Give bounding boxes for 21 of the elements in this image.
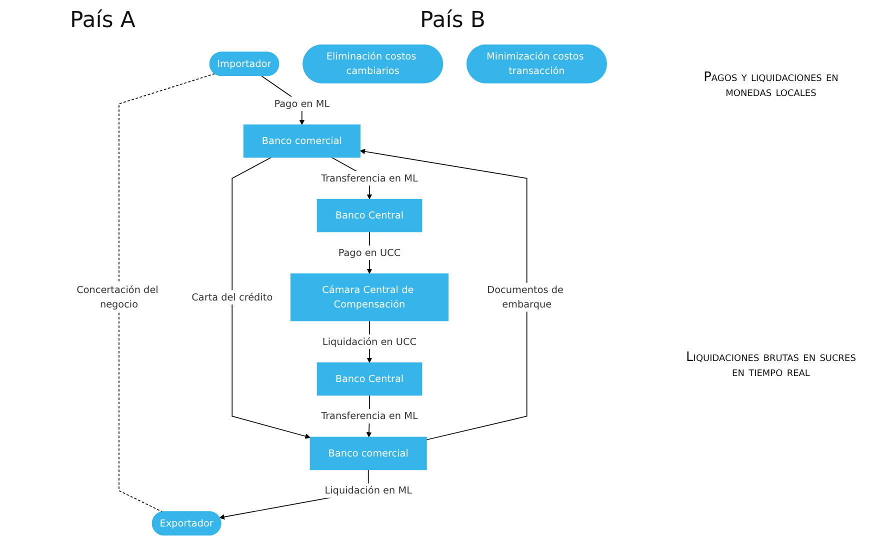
column-heading: País A [70,8,136,33]
note-text: Pagos y liquidaciones en monedas locales [702,70,840,100]
edge-label: Transferencia en ML [321,410,418,422]
edge-label: Pago en UCC [338,246,401,258]
arrow [232,157,310,439]
node-box: Banco comercial [310,436,427,470]
node-box: Banco comercial [243,124,360,158]
arrow [360,148,528,440]
edge-label: Transferencia en ML [321,172,418,184]
edge-label: Liquidación en ML [324,484,412,496]
edge-label: Liquidación en UCC [322,336,417,348]
edge-label: Documentos de embarque [487,284,564,310]
edge-label: Concertación del negocio [76,284,158,310]
connector [118,73,216,512]
column-heading: País B [420,8,486,33]
node-box: Banco Central [316,362,422,396]
node-box: Banco Central [316,198,422,232]
edge-label: Carta del crédito [192,291,273,303]
note-text: Liquidaciones brutas en sucres en tiempo real [685,350,857,380]
node-box: Cámara Central de Compensación [290,273,448,322]
edge-label: Pago en ML [274,98,330,110]
